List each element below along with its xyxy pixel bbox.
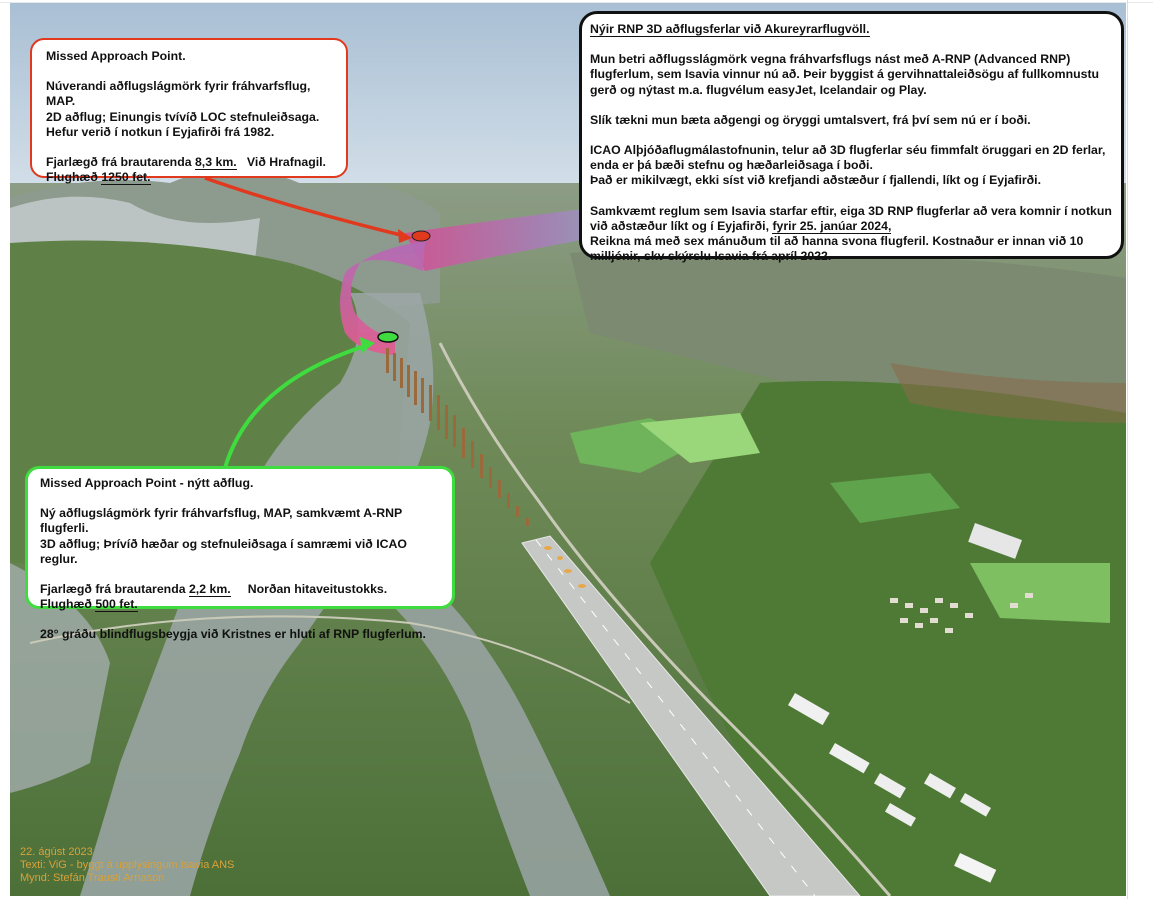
rnp-info-box: Nýir RNP 3D aðflugsferlar við Akureyrarf… — [579, 11, 1124, 263]
old-map-callout: Missed Approach Point. Núverandi aðflugs… — [30, 38, 348, 186]
rnp-approach-path-turn — [340, 241, 425, 355]
right-border — [1127, 0, 1128, 899]
rnp-info-rule: Samkvæmt reglum sem Isavia starfar eftir… — [590, 203, 1112, 233]
road — [438, 342, 892, 896]
new-map-arrow — [223, 344, 366, 469]
distance-label: Fjarlægð frá brautarenda — [40, 582, 186, 597]
rnp-info-paragraph: Reikna má með sex mánuðum til að hanna s… — [590, 234, 1084, 264]
credits-date: 22. ágúst 2023 — [20, 846, 93, 858]
altitude-label: Flughæð — [46, 170, 98, 185]
distance-place: Við Hrafnagil. — [246, 155, 326, 170]
top-border — [0, 2, 1153, 3]
old-map-distance: Fjarlægð frá brautarenda 8,3 km. Við Hra… — [46, 155, 332, 171]
river-bed-east — [390, 593, 610, 896]
rnp-info-paragraph: ICAO Alþjóðaflugmálastofnunin, telur að … — [590, 143, 1106, 173]
rnp-info-paragraph: Samkvæmt reglum sem Isavia starfar eftir… — [590, 204, 1113, 234]
turn-note: 28° gráðu blindflugsbeygja við Kristnes … — [40, 627, 426, 642]
houses — [890, 593, 1033, 633]
rnp-info-paragraph: Mun betri aðflugsslágmörk vegna fráhvarf… — [590, 52, 1100, 97]
hillside-right — [650, 381, 1126, 896]
distance-value: 8,3 km. — [194, 155, 237, 171]
old-map-line: 2D aðflug; Einungis tvívíð LOC stefnulei… — [46, 109, 320, 124]
old-map-title: Missed Approach Point. — [46, 49, 186, 63]
runway-centerline — [535, 539, 816, 896]
credits-photo: Mynd: Stefán Trausti Arnason — [20, 872, 165, 884]
distance-label: Fjarlægð frá brautarenda — [46, 155, 192, 170]
distance-place: Norðan hitaveitustokks. — [247, 582, 388, 597]
old-map-arrow — [204, 176, 406, 238]
road — [29, 615, 631, 704]
field — [970, 563, 1110, 623]
glide-path-posts — [386, 348, 529, 526]
field — [830, 473, 960, 523]
old-map-marker — [411, 230, 431, 242]
old-map-line: Hefur verið í notkun í Eyjafirði frá 198… — [46, 124, 275, 139]
image-credits: 22. ágúst 2023 Texti: ViG - byggt á uppl… — [20, 846, 234, 885]
new-map-arrowhead — [360, 337, 375, 353]
rnp-info-paragraph: Slík tækni mun bæta aðgengi og öryggi um… — [590, 112, 1031, 127]
river-bed-west — [10, 563, 110, 793]
old-map-arrowhead — [398, 229, 412, 243]
rnp-info-title: Nýir RNP 3D aðflugsferlar við Akureyrarf… — [590, 22, 870, 37]
new-map-altitude: Flughæð 500 fet. — [40, 597, 440, 613]
runway — [521, 535, 861, 896]
glide-path-markers — [544, 546, 586, 588]
altitude-label: Flughæð — [40, 597, 92, 612]
altitude-value: 500 fet. — [95, 597, 138, 613]
new-map-title: Missed Approach Point - nýtt aðflug. — [40, 476, 254, 490]
field — [640, 413, 760, 463]
altitude-value: 1250 fet. — [101, 170, 151, 186]
rnp-info-paragraph: Það er mikilvægt, ekki síst við krefjand… — [590, 173, 1042, 188]
airport-buildings — [788, 523, 1022, 883]
new-map-line: 3D aðflug; Þrívíð hæðar og stefnuleiðsag… — [40, 536, 407, 566]
new-map-callout: Missed Approach Point - nýtt aðflug. Ný … — [25, 466, 455, 641]
new-map-line: Ný aðflugslágmörk fyrir fráhvarfsflug, M… — [40, 506, 402, 536]
cliff-band — [890, 363, 1126, 423]
old-map-line: Núverandi aðflugslágmörk fyrir fráhvarfs… — [46, 79, 311, 109]
rnp-info-deadline: fyrir 25. janúar 2024, — [772, 218, 892, 234]
credits-text: Texti: ViG - byggt á upplýsingum Isavia … — [20, 859, 235, 871]
distance-value: 2,2 km. — [188, 582, 231, 598]
old-map-altitude: Flughæð 1250 fet. — [46, 170, 332, 186]
new-map-distance: Fjarlægð frá brautarenda 2,2 km. Norðan … — [40, 582, 440, 598]
new-map-marker — [377, 331, 399, 343]
